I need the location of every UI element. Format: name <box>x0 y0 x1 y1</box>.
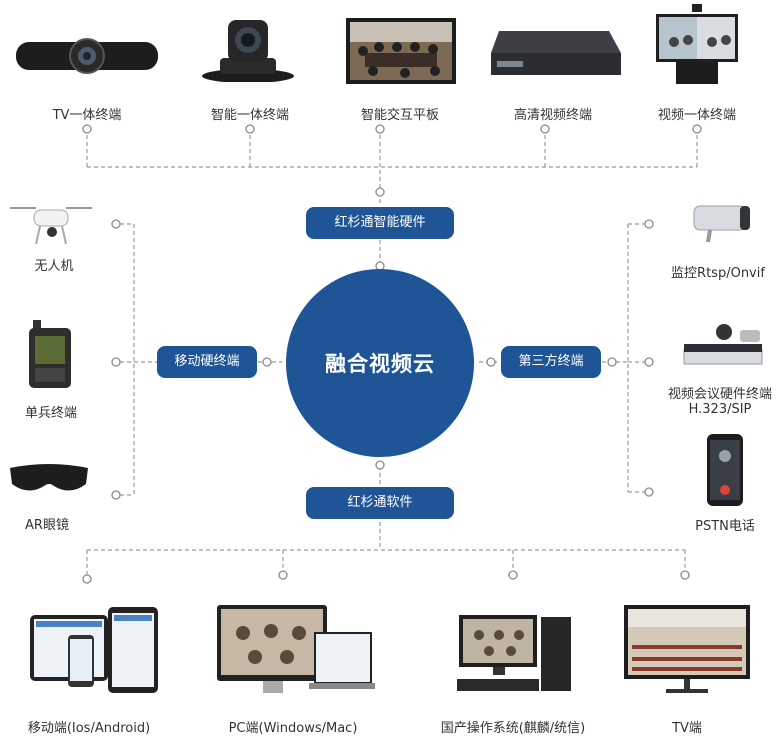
device-label-surveillance: 监控Rtsp/Onvif <box>671 266 765 281</box>
tv-device-icon <box>624 605 750 693</box>
pc-device-icon <box>217 605 375 693</box>
device-label-tv: TV端 <box>672 721 702 736</box>
pstn-phone-icon <box>707 434 743 506</box>
fusion-video-cloud-hub: 融合视频云 <box>286 269 474 457</box>
device-label-tv-all-in-one: TV一体终端 <box>52 108 122 123</box>
ar-glasses-icon <box>10 464 88 491</box>
device-label-ar-glasses: AR眼镜 <box>25 518 69 533</box>
tv-soundbar-device-icon <box>16 38 158 74</box>
mobile-devices-icon <box>30 607 158 693</box>
device-label-mobile: 移动端(Ios/Android) <box>27 721 151 736</box>
device-label-domestic-os: 国产操作系统(麒麟/统信) <box>440 721 586 736</box>
individual-soldier-terminal-icon <box>29 320 71 388</box>
surveillance-camera-icon <box>693 205 750 243</box>
device-label-pc: PC端(Windows/Mac) <box>228 721 358 736</box>
category-software: 红杉通软件 <box>306 487 454 519</box>
hd-video-terminal-icon <box>491 31 621 75</box>
video-all-in-one-icon <box>656 4 738 84</box>
category-third-party-terminal: 第三方终端 <box>501 346 601 378</box>
device-label-interactive-panel: 智能交互平板 <box>360 108 439 123</box>
category-mobile-hard-terminal: 移动硬终端 <box>157 346 257 378</box>
interactive-panel-icon <box>346 18 456 84</box>
device-label-video-all-in-one: 视频一体终端 <box>657 108 736 123</box>
drone-icon <box>10 207 92 245</box>
domestic-os-computer-icon <box>457 615 571 691</box>
device-label-hd-video-terminal: 高清视频终端 <box>513 108 592 123</box>
device-label-smart-all-in-one: 智能一体终端 <box>210 108 289 123</box>
video-conference-hardware-icon <box>683 324 763 365</box>
ptz-camera-icon <box>202 20 294 82</box>
device-label-soldier-terminal: 单兵终端 <box>24 406 77 421</box>
device-label-vc-hardware: 视频会议硬件终端 <box>667 387 772 402</box>
device-label-vc-protocol: H.323/SIP <box>688 402 752 417</box>
category-smart-hardware: 红杉通智能硬件 <box>306 207 454 239</box>
device-label-pstn: PSTN电话 <box>695 519 755 534</box>
device-label-drone: 无人机 <box>34 259 74 274</box>
